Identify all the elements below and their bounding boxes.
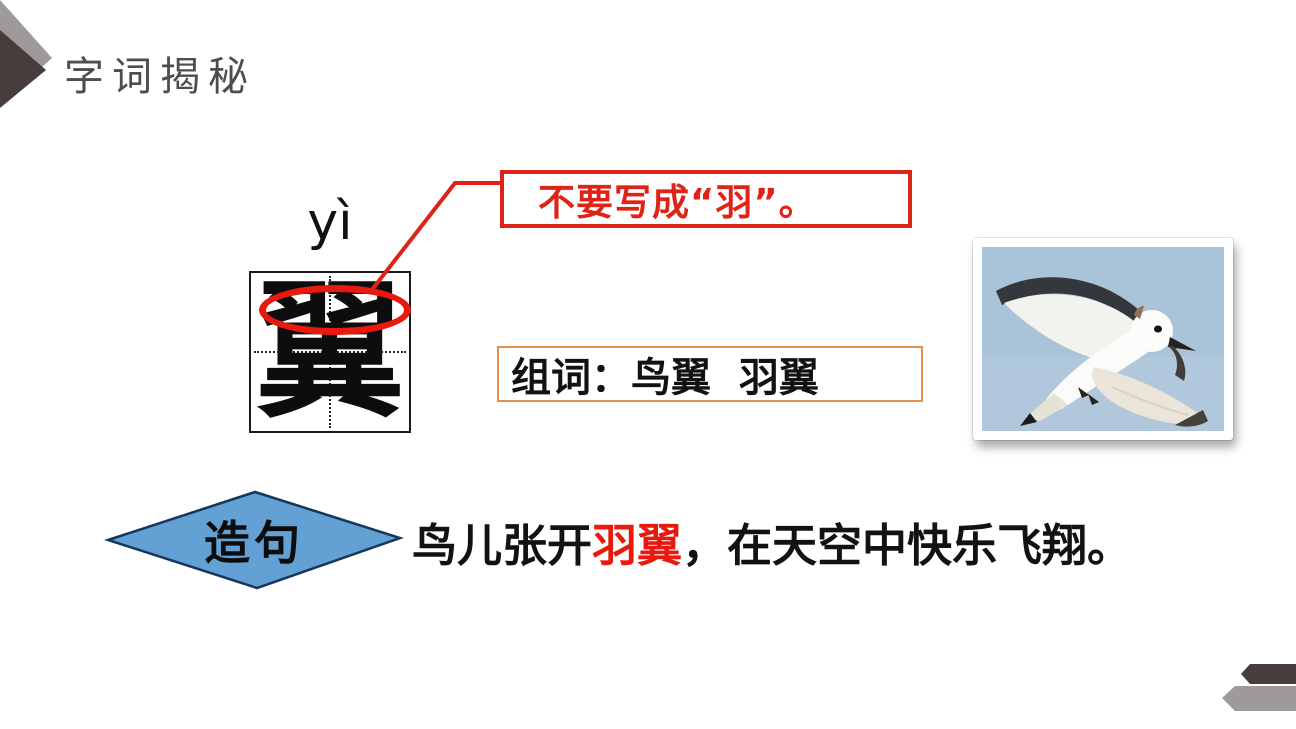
triangle-dark-icon: [0, 30, 46, 108]
callout-box: 不要写成“羽”。: [500, 170, 912, 228]
bird-near-wing-dark-tip: [1175, 410, 1208, 427]
seagull-illustration: [982, 247, 1224, 431]
corner-accent-bottom-right: [1222, 664, 1296, 711]
bird-head: [1131, 310, 1173, 352]
bird-near-wing: [1092, 367, 1208, 425]
bird-far-wing: [1004, 294, 1136, 363]
bird-head-streak: [1134, 306, 1144, 319]
word-box-label: 组词：: [511, 355, 631, 401]
pinyin-label: yì: [307, 192, 353, 252]
arrow-light-icon: [1222, 686, 1296, 711]
bird-foot: [1088, 394, 1099, 405]
diamond-shape: [104, 490, 404, 590]
seagull-photo: [973, 238, 1233, 440]
diamond-label: 造句: [204, 516, 304, 570]
sentence-post: ，在天空中快乐飞翔。: [682, 519, 1133, 572]
bird-foot: [1078, 387, 1089, 398]
highlight-ellipse: [259, 285, 411, 335]
corner-accent-top-left: [0, 0, 52, 108]
sentence-pre: 鸟儿张开: [412, 519, 593, 572]
grid-dotted-horizontal-line: [254, 351, 406, 353]
bird-beak: [1168, 337, 1196, 351]
bird-far-wing-dark-edge: [996, 277, 1140, 323]
bird-eye: [1154, 325, 1162, 333]
bird-tail-dark-tip: [1020, 413, 1037, 426]
callout-text: 不要写成“羽”。: [538, 181, 817, 224]
bird-shoulder-stripe: [1169, 345, 1186, 381]
bird-body: [1046, 321, 1164, 409]
bird-wing-feather-line: [1111, 386, 1189, 416]
sentence-highlight: 羽翼: [592, 519, 683, 572]
sentence-diamond: [104, 490, 404, 590]
word-box: 组词： 鸟翼 羽翼: [497, 346, 923, 402]
example-sentence: 鸟儿张开羽翼，在天空中快乐飞翔。: [412, 509, 1132, 574]
arrow-dark-icon: [1241, 664, 1296, 684]
page-title: 字词揭秘: [64, 54, 256, 100]
bird-tail: [1026, 393, 1068, 421]
word-box-words: 鸟翼 羽翼: [631, 355, 819, 401]
